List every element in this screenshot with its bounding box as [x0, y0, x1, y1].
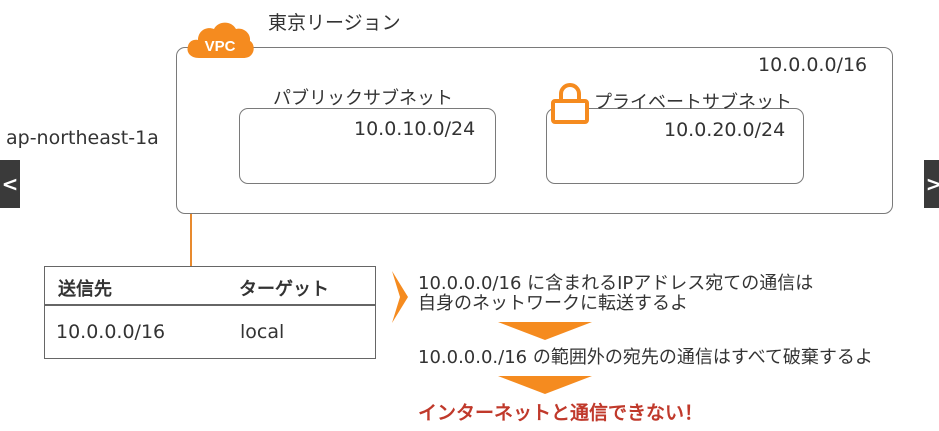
region-label: 東京リージョン [268, 12, 401, 34]
lock-icon [551, 82, 589, 126]
vpc-cloud-icon: VPC [185, 18, 255, 62]
chevron-right-icon: > [925, 172, 939, 196]
orange-chevron-right-icon [390, 269, 410, 329]
route-table-cell-target: local [240, 321, 285, 343]
route-table-header-target: ターゲット [239, 279, 329, 300]
private-subnet-cidr: 10.0.20.0/24 [664, 119, 786, 141]
explanation-line-1: 10.0.0.0/16 に含まれるIPアドレス宛ての通信は [418, 273, 814, 294]
route-table-divider [45, 304, 375, 306]
orange-down-arrow-icon [498, 322, 592, 344]
vpc-box [176, 47, 893, 214]
vpc-badge-label: VPC [205, 38, 236, 55]
public-subnet-cidr: 10.0.10.0/24 [354, 118, 476, 140]
chevron-left-icon: < [1, 172, 19, 196]
orange-down-arrow-icon [498, 376, 592, 398]
vpc-cidr: 10.0.0.0/16 [758, 54, 868, 76]
route-table: 送信先 ターゲット 10.0.0.0/16 local [44, 266, 376, 359]
route-table-connector [190, 214, 192, 266]
private-subnet-box [546, 108, 804, 184]
public-subnet-title: パブリックサブネット [273, 88, 453, 109]
public-subnet-box [239, 108, 496, 184]
conclusion-text: インターネットと通信できない！ [418, 402, 704, 424]
explanation-line-2: 自身のネットワークに転送するよ [418, 293, 688, 314]
availability-zone-label: ap-northeast-1a [6, 127, 159, 149]
private-subnet-title: プライベートサブネット [594, 92, 792, 113]
route-table-cell-destination: 10.0.0.0/16 [56, 321, 166, 343]
explanation-line-3: 10.0.0.0./16 の範囲外の宛先の通信はすべて破棄するよ [418, 347, 873, 368]
route-table-header-destination: 送信先 [58, 279, 112, 300]
next-slide-button[interactable]: > [924, 160, 939, 208]
previous-slide-button[interactable]: < [0, 160, 20, 208]
